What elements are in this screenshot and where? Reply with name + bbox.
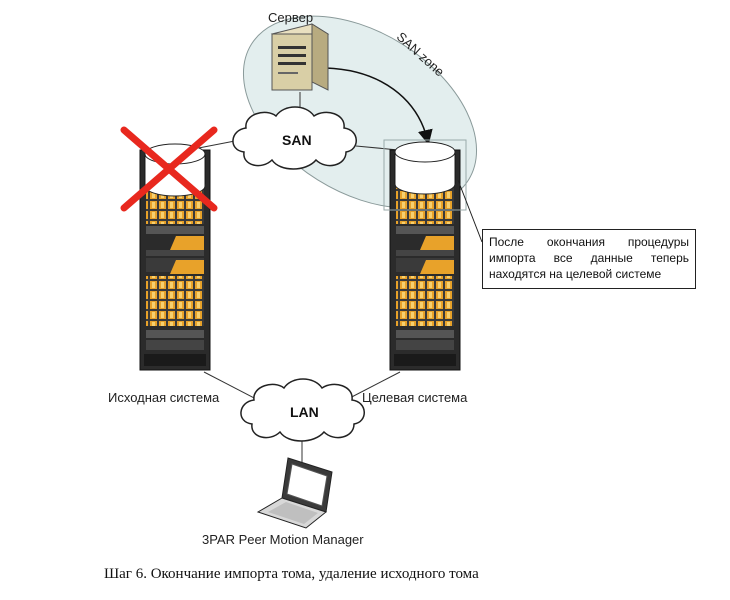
lan-label: LAN (290, 404, 319, 420)
target-volume-icon (394, 141, 456, 195)
source-system-label: Исходная система (108, 390, 220, 405)
callout-pointer (457, 179, 483, 243)
san-label: SAN (282, 132, 312, 148)
laptop-icon (256, 457, 333, 529)
removed-mark-icon (120, 126, 218, 212)
target-volume-highlight (383, 139, 467, 211)
link-lan-source (203, 371, 263, 403)
callout-note: После окончания процедуры импорта все да… (482, 229, 696, 289)
server-label: Сервер (268, 10, 313, 25)
lan-cloud-icon (240, 378, 365, 442)
san-cloud-icon (232, 106, 357, 170)
target-system-label: Целевая система (362, 390, 468, 405)
manager-label: 3PAR Peer Motion Manager (202, 532, 364, 547)
figure-caption: Шаг 6. Окончание импорта тома, удаление … (104, 566, 479, 582)
migration-arrow (325, 67, 433, 145)
server-icon (270, 23, 330, 91)
